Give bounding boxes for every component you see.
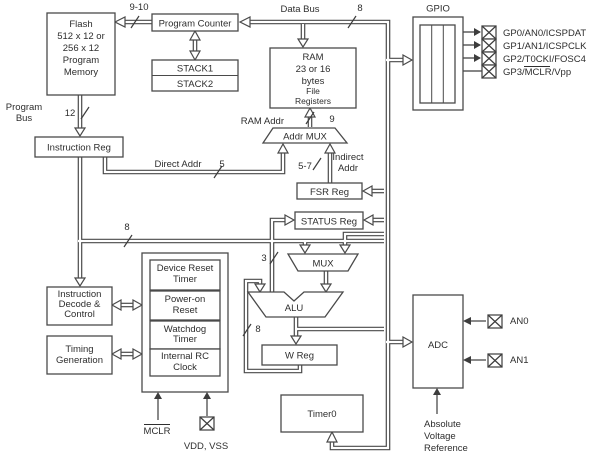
program-bus-label: Program (6, 102, 43, 113)
indirect-addr-label: Indirect (332, 152, 364, 163)
bus-arrowheads (73, 16, 414, 443)
instruction-reg-block (34, 136, 124, 158)
adc-label: ADC (428, 340, 448, 351)
mux-block (286, 253, 360, 272)
pin-label-gp3: GP3/MCLR/Vpp (503, 67, 571, 78)
w-reg-label: W Reg (285, 351, 314, 362)
bus-width-direct-addr: 5 (219, 159, 224, 170)
bus-width-data-bus: 8 (357, 3, 362, 14)
bus-width-w-alu: 8 (255, 324, 260, 335)
ram-sublabel: Registers (295, 96, 331, 106)
fsr-reg-block (296, 182, 363, 200)
program-counter-label: Program Counter (159, 19, 232, 30)
instruction-reg-label: Instruction Reg (47, 143, 111, 154)
flash-label: 256 x 12 (63, 43, 99, 54)
stack1-label: STACK1 (177, 64, 213, 75)
pin-pad-icon (481, 25, 497, 40)
fsr-reg-label: FSR Reg (310, 187, 349, 198)
bus-width-status-alu: 3 (261, 253, 266, 264)
pin-pad-icon (487, 353, 503, 368)
ram-sublabel: File (306, 86, 320, 96)
power-on-reset-label: Power-on (165, 294, 206, 305)
ram-addr-label: RAM Addr (241, 116, 284, 127)
timing-generation-block (46, 335, 113, 375)
power-pin-label: VDD, VSS (184, 441, 228, 452)
timer0-label: Timer0 (307, 409, 336, 420)
pin-label-an0: AN0 (510, 316, 528, 327)
pin-label-gp0: GP0/AN0/ICSPDAT (503, 28, 586, 39)
watchdog-timer-label: Watchdog (164, 324, 206, 335)
power-on-reset-block (149, 290, 221, 321)
flash-label: Memory (64, 67, 99, 78)
bus-width-ram-addr: 9 (329, 114, 334, 125)
timer0-block (280, 394, 364, 433)
flash-label: Flash (69, 19, 92, 30)
instruction-decode-label: Instruction (58, 289, 102, 300)
gpio-inner-block (419, 24, 456, 104)
device-reset-timer-label: Device Reset (157, 263, 214, 274)
ram-label: 23 or 16 (296, 64, 331, 75)
pin-label-gp2: GP2/T0CKI/FOSC4 (503, 54, 586, 65)
abs-voltage-ref-label: Voltage (424, 431, 456, 442)
ram-label: RAM (302, 52, 323, 63)
ram-block (269, 47, 357, 109)
bus-width-pc-flash: 9-10 (129, 2, 148, 13)
data-bus-label: Data Bus (280, 4, 319, 15)
bus-width-ticks (80, 15, 357, 337)
pin-pad-icon (481, 38, 497, 53)
internal-rc-clock-label: Clock (173, 362, 197, 373)
instruction-decode-label: Decode & (59, 299, 101, 310)
internal-rc-clock-block (149, 348, 221, 377)
abs-voltage-ref-label: Reference (424, 443, 468, 454)
timing-generation-label: Generation (56, 355, 103, 366)
program-bus-label: Bus (16, 113, 33, 124)
pin-pads (199, 25, 503, 431)
pin-pad-icon (199, 416, 215, 431)
watchdog-timer-label: Timer (173, 334, 197, 345)
mux-label: MUX (312, 259, 334, 270)
ram-label: bytes (302, 76, 325, 87)
device-reset-timer-block (149, 259, 221, 291)
direct-addr-label: Direct Addr (155, 159, 202, 170)
pin-label-an1: AN1 (510, 355, 528, 366)
status-reg-label: STATUS Reg (301, 217, 357, 228)
bus-width-internal-data: 8 (124, 222, 129, 233)
watchdog-timer-block (149, 320, 221, 350)
bus-width-indirect-addr: 5-7 (298, 161, 312, 172)
stack2-label: STACK2 (177, 79, 213, 90)
timing-generation-label: Timing (65, 344, 93, 355)
flash-block (46, 12, 116, 96)
labels: Flash 512 x 12 or 256 x 12 Program Memor… (6, 2, 587, 454)
program-counter-block (151, 13, 239, 32)
pin-pad-icon (481, 64, 497, 79)
adc-block (412, 294, 464, 389)
instruction-decode-label: Control (64, 309, 95, 320)
pin-label-gp1: GP1/AN1/ICSPCLK (503, 41, 587, 52)
device-reset-timer-label: Timer (173, 274, 197, 285)
pin-pad-icon (487, 314, 503, 329)
addr-mux-label: Addr MUX (283, 132, 327, 143)
abs-voltage-ref-label: Absolute (424, 419, 461, 430)
blocks (34, 12, 464, 433)
pin-pad-icon (481, 51, 497, 66)
status-reg-block (294, 211, 364, 230)
flash-label: 512 x 12 or (57, 31, 105, 42)
bus-width-program-bus: 12 (65, 108, 76, 119)
w-reg-block (261, 344, 338, 366)
flash-label: Program (63, 55, 100, 66)
alu-block (246, 291, 345, 318)
internal-rc-clock-label: Internal RC (161, 351, 209, 362)
power-on-reset-label: Reset (173, 305, 198, 316)
mclr-pin-label: MCLR (144, 426, 171, 437)
indirect-addr-label: Addr (338, 163, 358, 174)
instruction-decode-block (46, 286, 113, 326)
addr-mux-block (261, 127, 349, 144)
gpio-label: GPIO (426, 4, 450, 15)
alu-label: ALU (285, 303, 304, 314)
